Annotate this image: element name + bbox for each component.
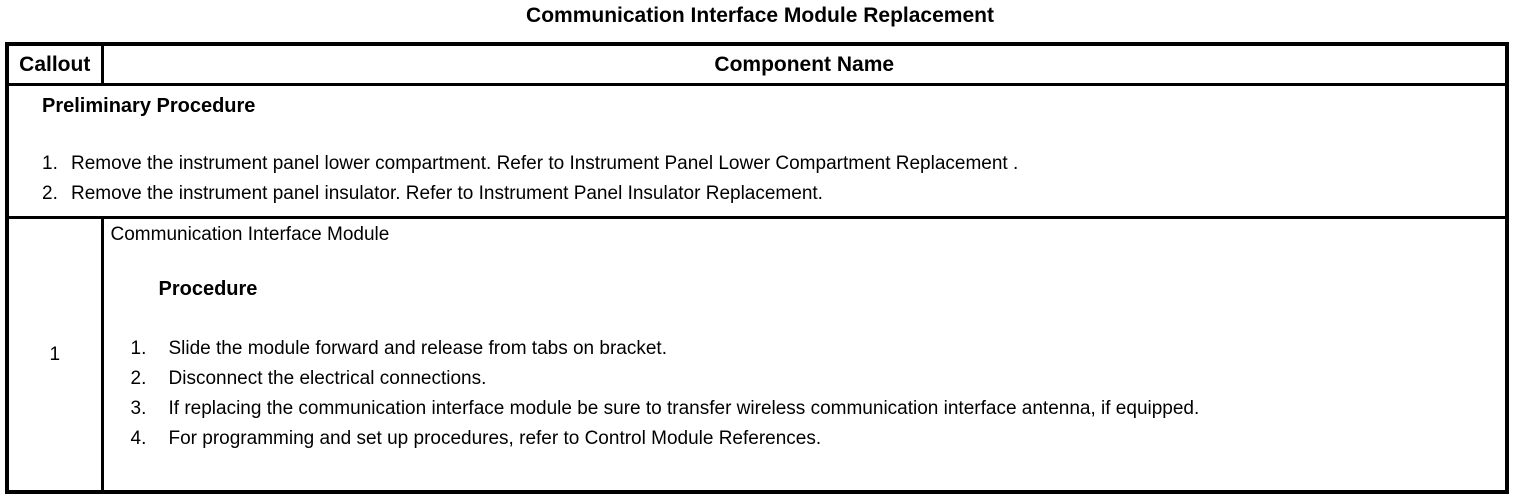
table-header-row: Callout Component Name [5, 42, 1509, 86]
page-title: Communication Interface Module Replaceme… [526, 4, 994, 27]
component-table: Callout Component Name Preliminary Proce… [5, 42, 1509, 494]
procedure-step-4: 4. For programming and set up procedures… [131, 424, 1482, 454]
procedure-step-3: 3. If replacing the communication interf… [131, 394, 1482, 424]
step-text: Remove the instrument panel insulator. R… [71, 183, 823, 204]
step-number: 1. [42, 153, 58, 174]
column-header-callout: Callout [5, 42, 104, 86]
step-number: 3. [130, 398, 147, 419]
step-text: Disconnect the electrical connections. [168, 368, 487, 389]
step-number: 2. [42, 183, 58, 204]
preliminary-procedure-cell: Preliminary Procedure 1. Remove the inst… [5, 83, 1509, 219]
preliminary-step-2: 2. Remove the instrument panel insulator… [42, 179, 1505, 209]
step-text: For programming and set up procedures, r… [168, 428, 822, 449]
step-text: Remove the instrument panel lower compar… [71, 153, 1019, 174]
step-number: 2. [130, 368, 147, 389]
step-text: Slide the module forward and release fro… [168, 338, 668, 359]
procedure-step-2: 2. Disconnect the electrical connections… [131, 364, 1482, 394]
component-row: 1 Communication Interface Module Procedu… [5, 216, 1509, 494]
procedure-step-1: 1. Slide the module forward and release … [131, 334, 1482, 364]
procedure-heading: Procedure [158, 278, 258, 300]
preliminary-step-list: 1. Remove the instrument panel lower com… [42, 149, 1505, 209]
callout-value: 1 [5, 216, 104, 494]
preliminary-step-1: 1. Remove the instrument panel lower com… [42, 149, 1505, 179]
step-number: 4. [130, 428, 147, 449]
step-number: 1. [130, 338, 147, 359]
column-header-component-name: Component Name [100, 42, 1509, 86]
procedure-step-list: 1. Slide the module forward and release … [131, 334, 1482, 454]
preliminary-procedure-heading: Preliminary Procedure [42, 95, 256, 117]
component-cell: Communication Interface Module Procedure… [100, 216, 1509, 494]
component-name: Communication Interface Module [110, 224, 390, 245]
preliminary-procedure-row: Preliminary Procedure 1. Remove the inst… [5, 83, 1509, 219]
step-text: If replacing the communication interface… [168, 398, 1200, 419]
